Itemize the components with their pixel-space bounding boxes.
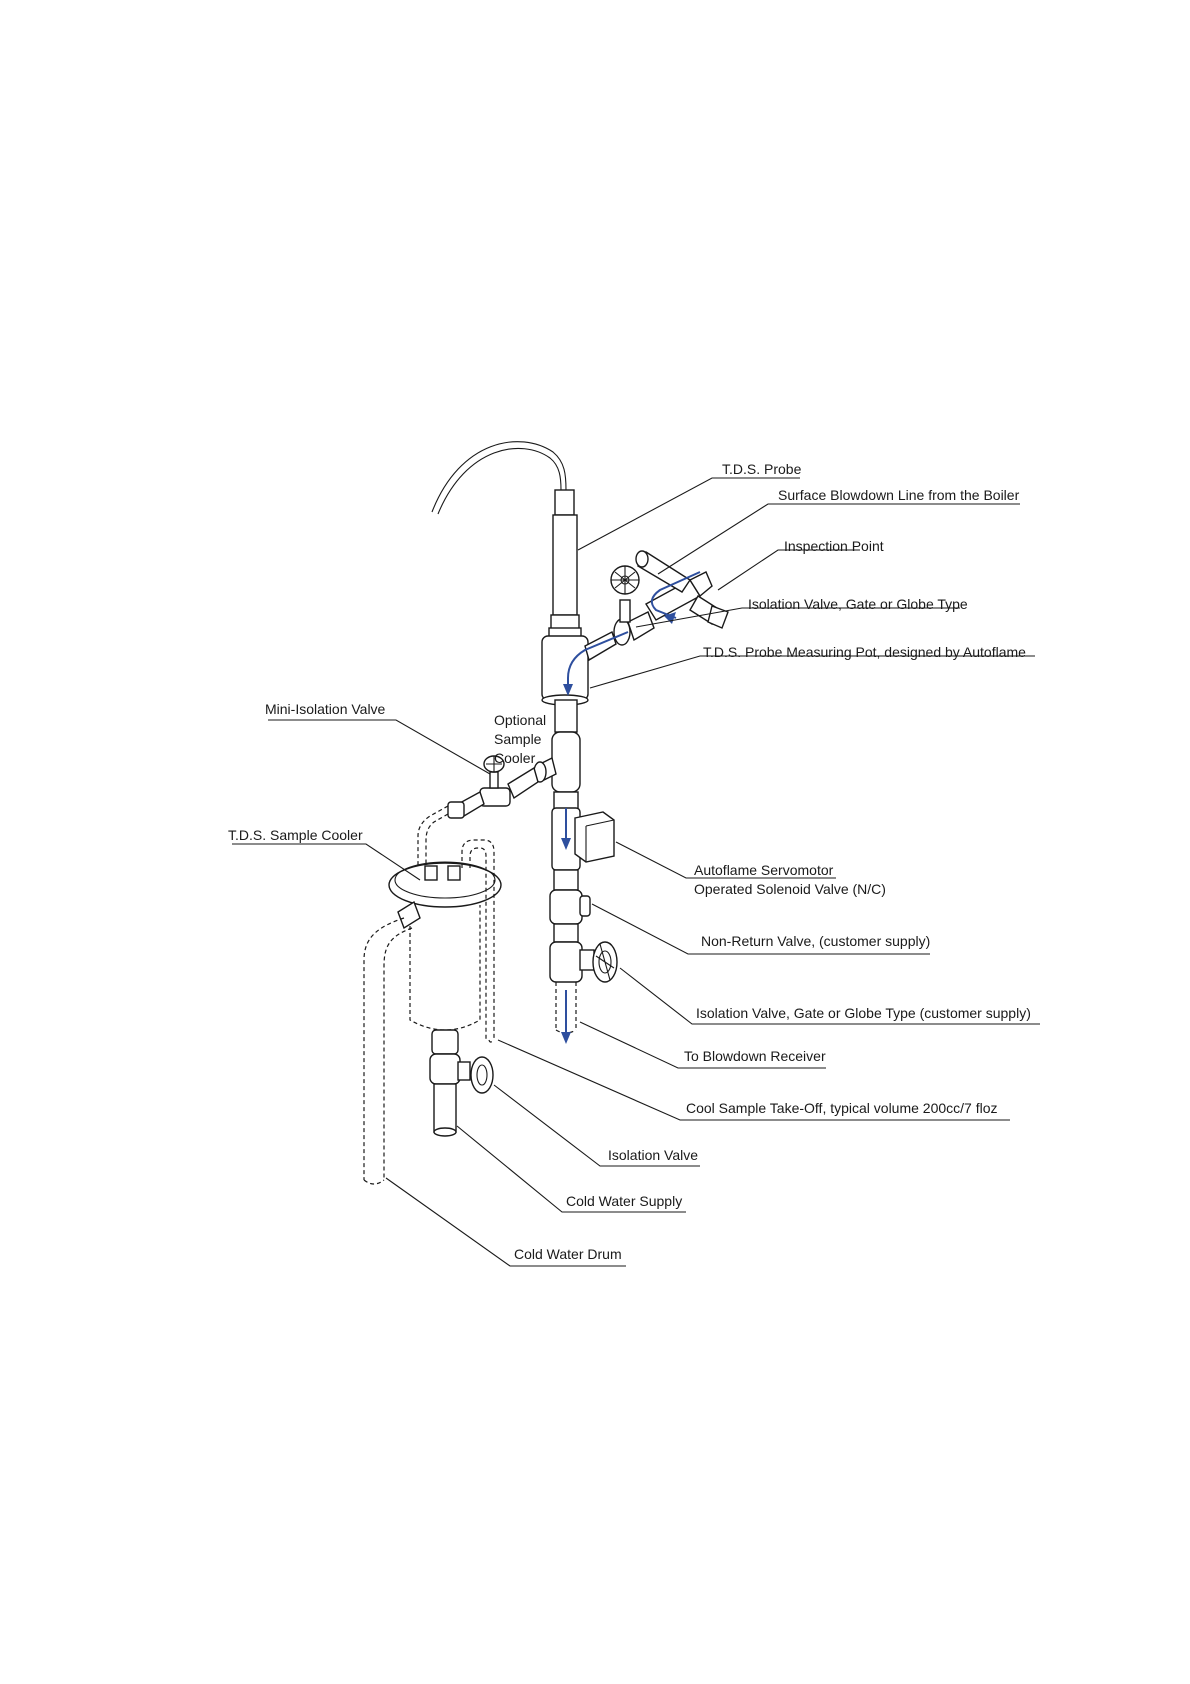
leader-blowdown-receiver xyxy=(579,1021,826,1069)
flow-arrow-inlet xyxy=(650,571,701,619)
leader-surface-blowdown xyxy=(657,503,1020,575)
label-surface-blowdown: Surface Blowdown Line from the Boiler xyxy=(778,487,1020,503)
label-measuring-pot: T.D.S. Probe Measuring Pot, designed by … xyxy=(703,644,1026,660)
solenoid-valve xyxy=(551,807,615,871)
sample-tee xyxy=(447,755,557,819)
tds-probe xyxy=(548,489,582,639)
cold-water-drum-pipe xyxy=(363,900,421,1185)
sample-line xyxy=(417,805,449,868)
measuring-pot xyxy=(541,635,589,706)
leader-mini-isolation-valve xyxy=(268,719,491,775)
equipment-drawing xyxy=(363,441,729,1185)
leader-lines xyxy=(232,477,1040,1267)
outlet-pipe xyxy=(555,982,577,1030)
leader-measuring-pot xyxy=(589,655,1035,689)
label-isolation-valve-top: Isolation Valve, Gate or Globe Type xyxy=(748,596,968,612)
label-optional-line-1: Optional xyxy=(494,712,546,728)
label-cool-sample: Cool Sample Take-Off, typical volume 200… xyxy=(686,1100,998,1116)
label-blowdown-receiver: To Blowdown Receiver xyxy=(684,1048,826,1064)
sample-cooler xyxy=(388,839,502,1137)
label-solenoid-line-2: Operated Solenoid Valve (N/C) xyxy=(694,881,886,897)
leader-non-return-valve xyxy=(591,903,930,955)
label-tds-probe: T.D.S. Probe xyxy=(722,461,802,477)
label-non-return-valve: Non-Return Valve, (customer supply) xyxy=(701,933,930,949)
label-tds-sample-cooler: T.D.S. Sample Cooler xyxy=(228,827,363,843)
label-isolation-valve: Isolation Valve xyxy=(608,1147,698,1163)
label-inspection-point: Inspection Point xyxy=(784,538,884,554)
label-isolation-valve-customer: Isolation Valve, Gate or Globe Type (cus… xyxy=(696,1005,1031,1021)
label-cold-water-supply: Cold Water Supply xyxy=(566,1193,682,1209)
probe-cable xyxy=(431,441,567,513)
leader-cold-water-supply xyxy=(456,1125,686,1213)
leader-cold-water-drum xyxy=(385,1177,626,1267)
flow-arrows xyxy=(561,571,701,1044)
non-return-valve xyxy=(549,869,591,943)
label-mini-isolation-valve: Mini-Isolation Valve xyxy=(265,701,386,717)
lower-isolation-valve xyxy=(549,941,618,983)
leader-inspection-point xyxy=(717,549,860,591)
label-optional-line-2: Sample xyxy=(494,731,542,747)
leader-isolation-valve-customer xyxy=(619,967,1040,1025)
label-optional-line-3: Cooler xyxy=(494,750,536,766)
labels: T.D.S. Probe Surface Blowdown Line from … xyxy=(228,461,1031,1262)
leader-isolation-valve-top xyxy=(635,607,960,628)
leader-isolation-valve xyxy=(493,1084,700,1167)
flow-arrow-pot xyxy=(567,631,629,690)
leader-sample-cooler xyxy=(232,843,421,881)
leader-solenoid-valve xyxy=(615,841,836,879)
label-solenoid-line-1: Autoflame Servomotor xyxy=(694,862,834,878)
leader-tds-probe xyxy=(577,477,800,551)
label-cold-water-drum: Cold Water Drum xyxy=(514,1246,622,1262)
vertical-pipe xyxy=(551,699,581,811)
leader-cool-sample xyxy=(497,1039,1010,1121)
